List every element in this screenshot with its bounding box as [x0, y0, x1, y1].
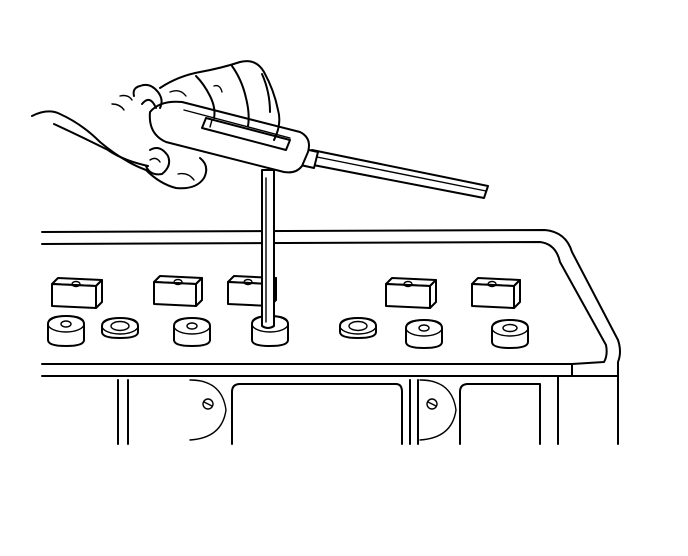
- hand: [31, 60, 281, 190]
- block: [385, 277, 437, 309]
- lifter: [47, 315, 85, 347]
- lifter: [491, 319, 529, 349]
- lifter: [173, 317, 211, 347]
- block: [153, 275, 203, 307]
- tee-handle-tool: [148, 100, 489, 329]
- lifter: [405, 319, 443, 349]
- lifter: [101, 317, 139, 339]
- block: [51, 277, 103, 309]
- bolt: [426, 398, 438, 410]
- bolt: [202, 398, 214, 410]
- lifter: [339, 317, 377, 339]
- block: [471, 277, 521, 309]
- housing: [41, 229, 621, 445]
